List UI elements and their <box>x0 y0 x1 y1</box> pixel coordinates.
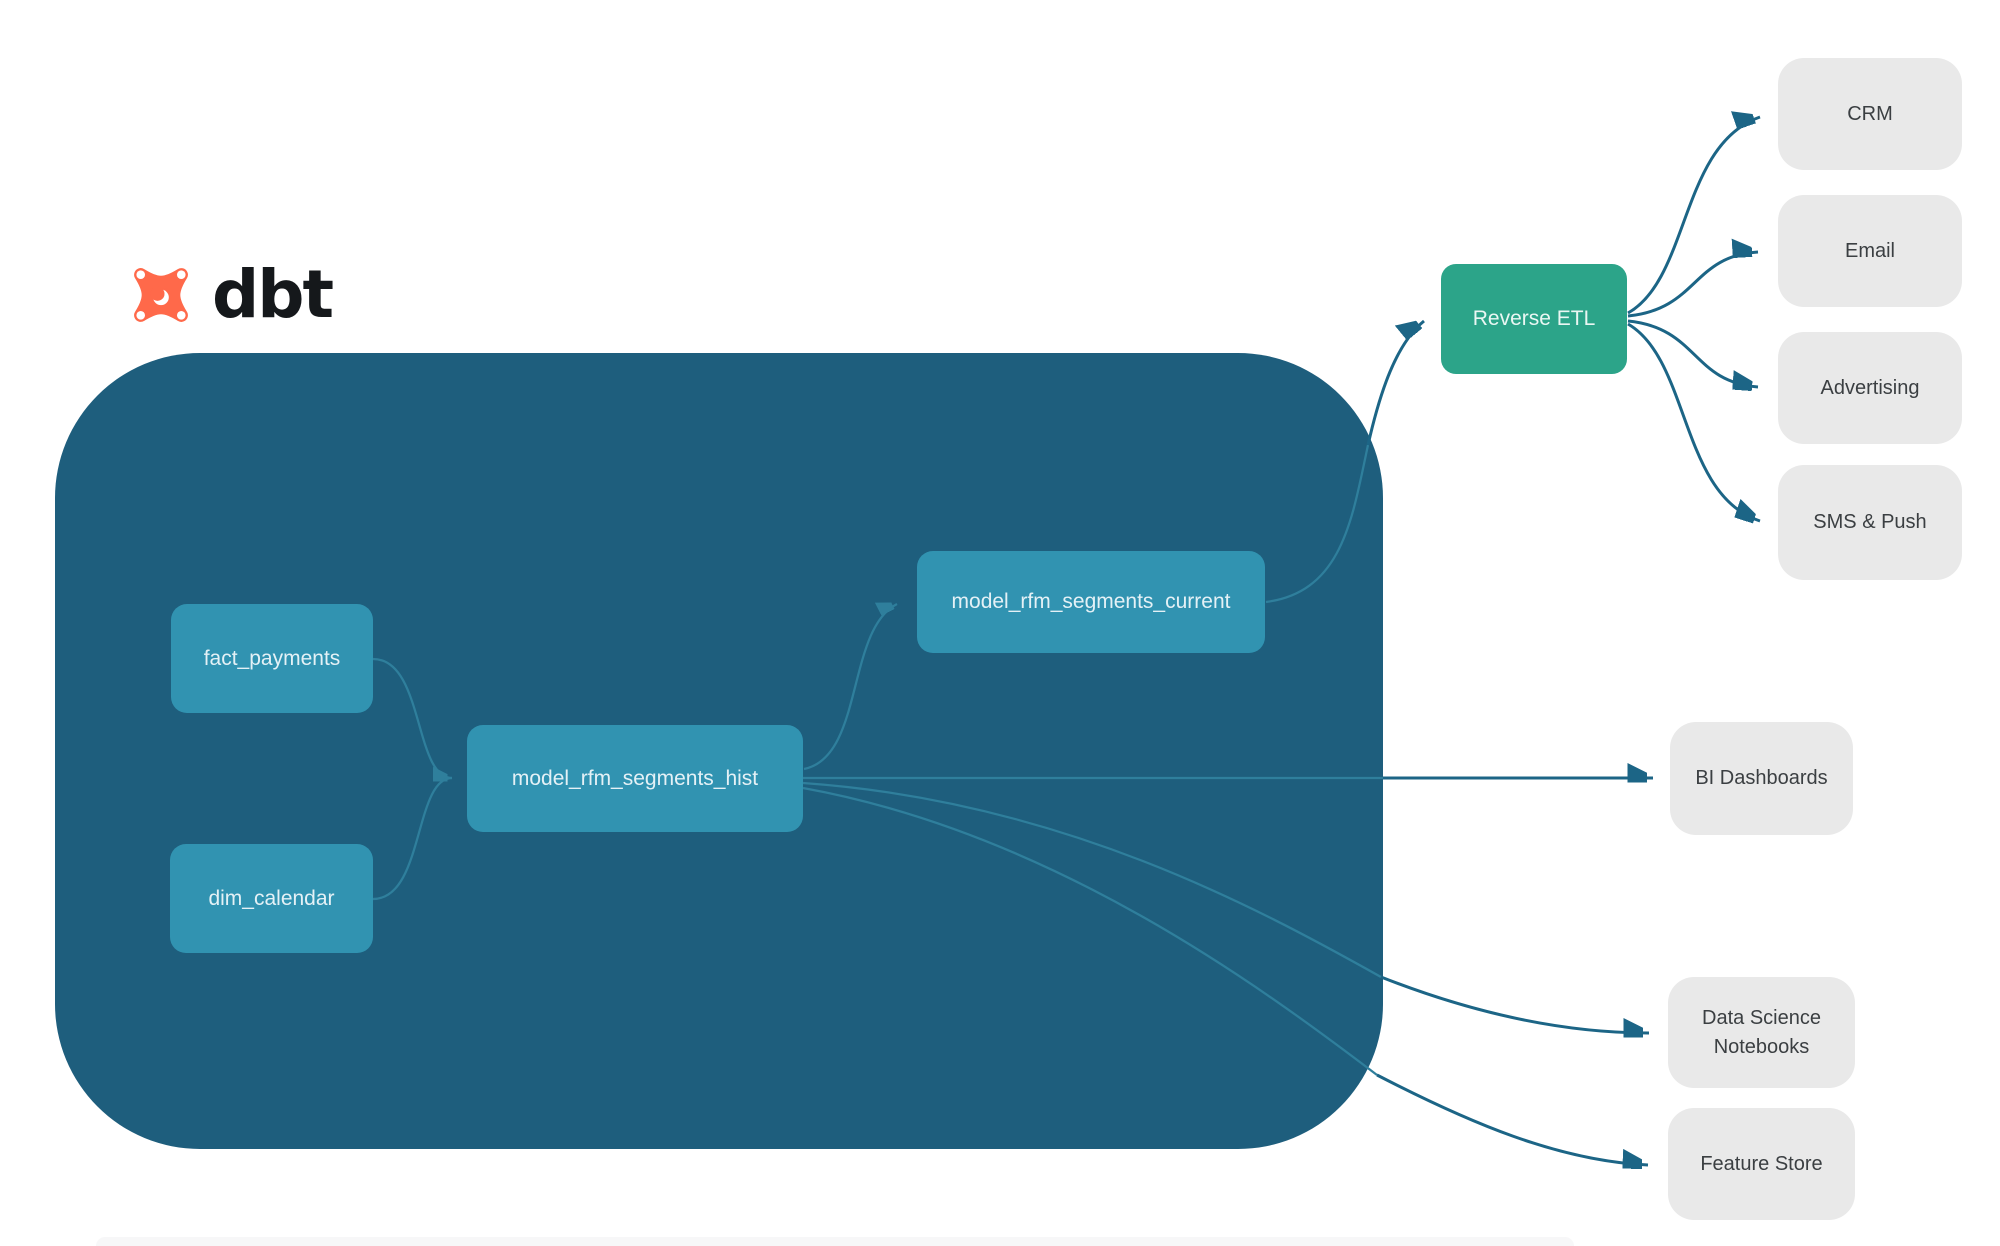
node-label: Data Science Notebooks <box>1702 1006 1821 1058</box>
dbt-wordmark: dbt <box>212 256 334 333</box>
node-fact-payments: fact_payments <box>171 604 373 713</box>
edge-hist-to-ds-outer <box>1380 975 1650 1033</box>
node-label: Advertising <box>1820 376 1920 399</box>
node-label: SMS & Push <box>1813 511 1927 533</box>
dbt-logo: dbt <box>122 256 334 334</box>
node-data-science-notebooks: Data Science Notebooks <box>1668 977 1855 1088</box>
edge-retl-to-email <box>1627 252 1759 318</box>
edge-retl-to-sms <box>1627 322 1761 521</box>
edge-hist-to-fs-outer <box>1376 1073 1649 1165</box>
node-bi-dashboards: BI Dashboards <box>1670 722 1853 835</box>
node-label: dim_calendar <box>208 886 335 910</box>
node-sms-push: SMS & Push <box>1778 465 1962 580</box>
node-crm: CRM <box>1778 58 1962 170</box>
node-feature-store: Feature Store <box>1668 1108 1855 1220</box>
node-model-rfm-segments-current: model_rfm_segments_current <box>917 551 1265 653</box>
node-label: model_rfm_segments_hist <box>511 766 759 790</box>
dbt-logo-icon <box>134 268 188 322</box>
node-dim-calendar: dim_calendar <box>170 844 373 953</box>
edge-current-to-retl-outer <box>1366 321 1425 446</box>
node-advertising: Advertising <box>1778 332 1962 444</box>
edge-retl-to-crm <box>1627 117 1761 315</box>
node-label: fact_payments <box>203 646 341 670</box>
next-section-strip <box>96 1237 1574 1246</box>
node-label: BI Dashboards <box>1695 767 1828 789</box>
node-reverse-etl: Reverse ETL <box>1441 264 1627 374</box>
node-label: model_rfm_segments_current <box>951 590 1231 613</box>
edge-retl-to-advertising <box>1627 319 1759 387</box>
node-label: Reverse ETL <box>1472 307 1596 330</box>
node-label: Feature Store <box>1700 1152 1823 1175</box>
node-label: Email <box>1844 239 1895 262</box>
node-label: CRM <box>1847 102 1893 125</box>
node-email: Email <box>1778 195 1962 307</box>
node-model-rfm-segments-hist: model_rfm_segments_hist <box>467 725 803 832</box>
